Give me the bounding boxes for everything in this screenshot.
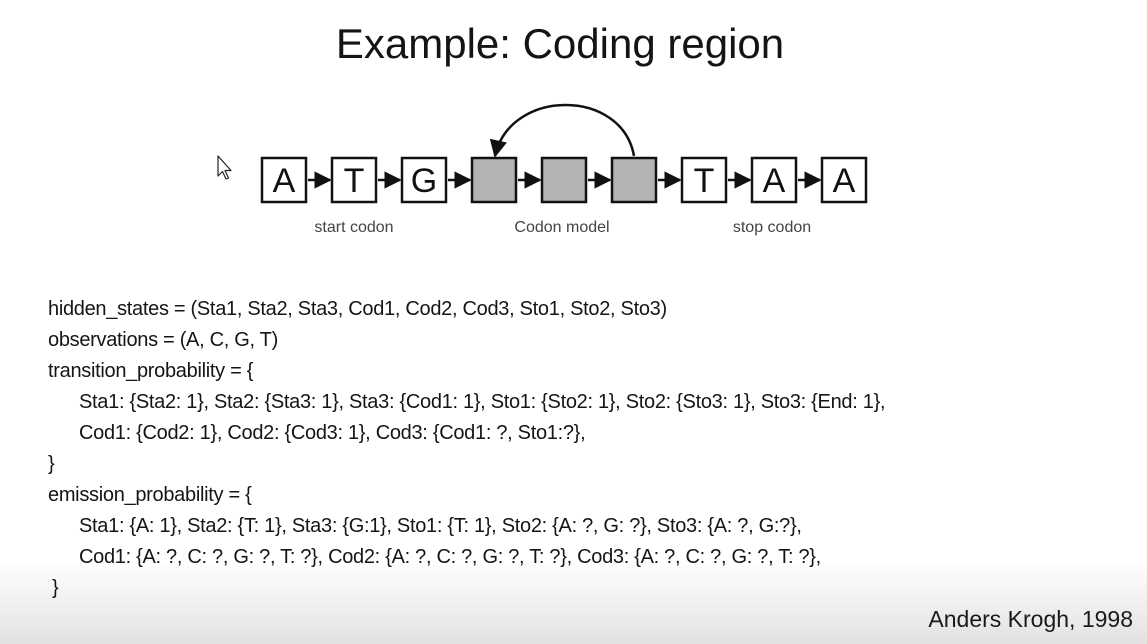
stop-codon-group: T A A stop codon <box>680 156 868 236</box>
coding-region-diagram: A T G start codon Codon model T A A stop… <box>217 103 868 236</box>
transition-codon-line: Cod1: {Cod2: 1}, Cod2: {Cod3: 1}, Cod3: … <box>79 422 586 444</box>
emission-start-stop-line: Sta1: {A: 1}, Sta2: {T: 1}, Sta3: {G:1},… <box>79 515 802 537</box>
emission-probability-line: emission_probability = { <box>48 484 252 506</box>
state-box-a-3 <box>820 156 868 204</box>
state-letter-t-2: T <box>694 162 715 200</box>
codon-box-1 <box>470 156 518 204</box>
attribution: Anders Krogh, 1998 <box>928 606 1133 632</box>
state-box-a-1 <box>260 156 308 204</box>
hidden-states-line: hidden_states = (Sta1, Sta2, Sta3, Cod1,… <box>48 298 667 320</box>
emission-codon-line: Cod1: {A: ?, C: ?, G: ?, T: ?}, Cod2: {A… <box>79 546 821 568</box>
start-codon-group: A T G start codon <box>260 156 448 236</box>
hmm-definition-code: hidden_states = (Sta1, Sta2, Sta3, Cod1,… <box>48 294 886 604</box>
codon-model-group: Codon model <box>470 103 658 236</box>
state-letter-a-2: A <box>763 162 786 200</box>
bottom-fade <box>0 560 1147 644</box>
mouse-cursor-icon <box>217 155 232 180</box>
slide-title: Example: Coding region <box>335 20 785 67</box>
state-letter-g: G <box>411 162 437 200</box>
start-codon-label: start codon <box>314 219 393 236</box>
stop-codon-label: stop codon <box>733 219 811 236</box>
state-box-a-2 <box>750 156 798 204</box>
transition-probability-line: transition_probability = { <box>48 360 254 382</box>
state-box-t-1 <box>330 156 378 204</box>
loop-back-arrow <box>489 103 636 158</box>
state-letter-a-3: A <box>833 162 856 200</box>
state-letter-t-1: T <box>344 162 365 200</box>
state-box-g <box>400 156 448 204</box>
transition-start-stop-line: Sta1: {Sta2: 1}, Sta2: {Sta3: 1}, Sta3: … <box>79 391 886 413</box>
observations-line: observations = (A, C, G, T) <box>48 329 278 351</box>
codon-model-label: Codon model <box>514 219 609 236</box>
codon-box-3 <box>610 156 658 204</box>
state-letter-a-1: A <box>273 162 296 200</box>
codon-box-2 <box>540 156 588 204</box>
transition-close-brace: } <box>48 453 55 475</box>
state-box-t-2 <box>680 156 728 204</box>
emission-close-brace: } <box>52 577 59 599</box>
